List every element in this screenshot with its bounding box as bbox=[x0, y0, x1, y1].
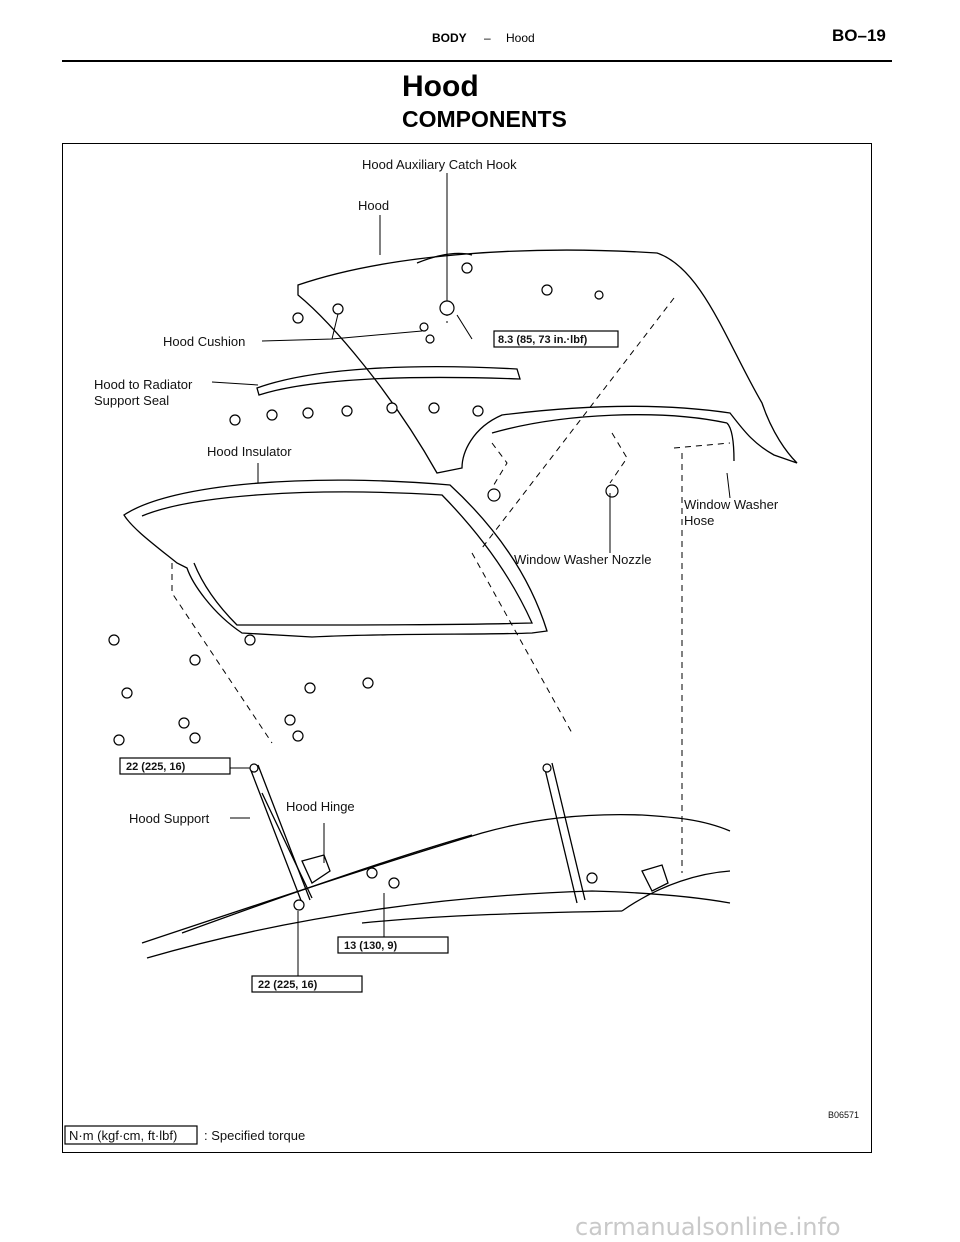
section-subtitle: COMPONENTS bbox=[402, 106, 567, 132]
label-hood: Hood bbox=[358, 198, 389, 213]
legend-text: : Specified torque bbox=[204, 1128, 305, 1143]
hood-components-diagram: Hood Auxiliary Catch Hook Hood Hood Cush… bbox=[64, 157, 859, 1145]
label-insulator: Hood Insulator bbox=[207, 444, 292, 459]
hood-insulator bbox=[123, 479, 548, 638]
label-washer-hose-line2: Hose bbox=[684, 513, 714, 528]
washer-hose bbox=[491, 414, 728, 434]
figure-code: B06571 bbox=[828, 1110, 859, 1120]
label-seal-line2: Support Seal bbox=[94, 393, 169, 408]
label-washer-nozzle: Window Washer Nozzle bbox=[514, 552, 652, 567]
right-strut bbox=[543, 762, 586, 904]
label-catch-hook: Hood Auxiliary Catch Hook bbox=[362, 157, 517, 172]
torque-catch-hook: 8.3 (85, 73 in.·lbf) bbox=[493, 330, 619, 348]
hood-panel bbox=[297, 249, 798, 474]
diagram-frame bbox=[62, 143, 872, 1153]
label-seal-line1: Hood to Radiator bbox=[94, 377, 193, 392]
label-hood-support: Hood Support bbox=[129, 811, 210, 826]
torque-hinge-text: 13 (130, 9) bbox=[344, 940, 398, 952]
torque-support-lower: 22 (225, 16) bbox=[251, 975, 363, 993]
label-washer-hose-line1: Window Washer bbox=[684, 497, 779, 512]
header-topic: Hood bbox=[506, 31, 535, 45]
label-hood-hinge: Hood Hinge bbox=[286, 799, 355, 814]
legend: N·m (kgf·cm, ft·lbf) : Specified torque bbox=[64, 1125, 305, 1145]
legend-unit: N·m (kgf·cm, ft·lbf) bbox=[69, 1128, 177, 1143]
torque-support-upper-text: 22 (225, 16) bbox=[126, 761, 186, 773]
hinge bbox=[301, 854, 669, 892]
watermark-text: carmanualsonline.info bbox=[575, 1213, 841, 1241]
page-title: Hood bbox=[402, 70, 479, 103]
header-rule bbox=[62, 60, 892, 62]
header-section: BODY bbox=[432, 31, 467, 45]
radiator-seal bbox=[256, 365, 521, 396]
label-hood-cushion: Hood Cushion bbox=[163, 334, 245, 349]
torque-support-lower-text: 22 (225, 16) bbox=[258, 979, 318, 991]
car-body bbox=[141, 813, 731, 944]
left-strut bbox=[249, 764, 311, 904]
page-number: BO–19 bbox=[832, 26, 886, 45]
torque-hinge: 13 (130, 9) bbox=[337, 936, 449, 954]
torque-support-upper: 22 (225, 16) bbox=[119, 757, 231, 775]
torque-catch-hook-text: 8.3 (85, 73 in.·lbf) bbox=[498, 334, 588, 346]
header-separator: – bbox=[484, 31, 491, 45]
